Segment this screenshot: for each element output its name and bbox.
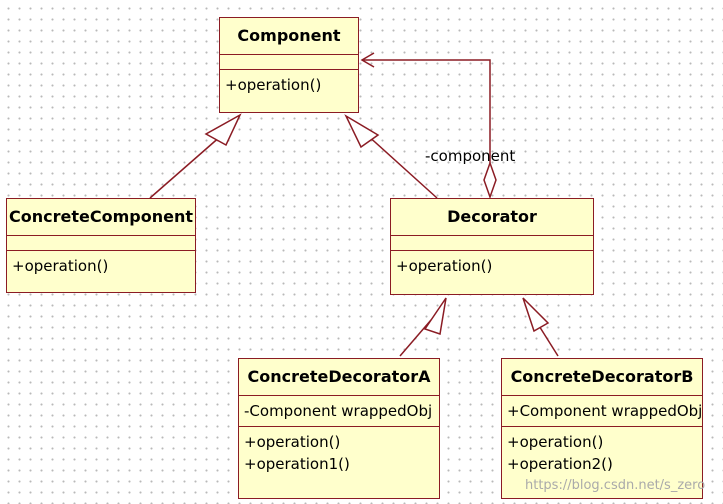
operations-compartment: +operation() +operation1() [239,427,439,479]
operations-compartment: +operation() [7,251,195,281]
operation: +operation() [12,257,109,275]
generalization-line-decorator [365,133,438,199]
inheritance-arrowhead [204,113,242,147]
attribute: -Component wrappedObj [244,402,433,420]
navigation-arrowhead [360,52,375,68]
operation: +operation() [244,433,341,451]
attributes-compartment [391,236,593,251]
class-concrete-decorator-a[interactable]: ConcreteDecoratorA -Component wrappedObj… [238,358,440,499]
class-name: ConcreteDecoratorB [502,359,702,396]
class-name: ConcreteDecoratorA [239,359,439,396]
attributes-compartment: +Component wrappedObj [502,396,702,427]
inheritance-arrowhead [344,114,380,149]
class-name: Decorator [391,199,593,236]
role-label: -component [425,147,516,165]
operation: +operation2() [507,455,613,473]
inheritance-arrowhead [522,297,550,333]
operation: +operation() [396,257,493,275]
class-component[interactable]: Component +operation() [219,17,359,113]
watermark: https://blog.csdn.net/s_zero [525,478,706,493]
operations-compartment: +operation() [391,251,593,281]
operation: +operation() [225,76,322,94]
operation: +operation() [507,433,604,451]
operation: +operation1() [244,455,350,473]
class-name: Component [220,18,358,55]
inheritance-arrowhead [423,297,447,335]
generalization-line-concrete-decorator-a [399,319,432,357]
attribute: +Component wrappedObj [507,402,703,420]
class-decorator[interactable]: Decorator +operation() [390,198,594,295]
operations-compartment: +operation() [220,70,358,100]
attributes-compartment: -Component wrappedObj [239,396,439,427]
generalization-line-concrete-component [149,134,223,199]
attributes-compartment [220,55,358,70]
class-name: ConcreteComponent [7,199,195,236]
class-concrete-component[interactable]: ConcreteComponent +operation() [6,198,196,293]
class-concrete-decorator-b[interactable]: ConcreteDecoratorB +Component wrappedObj… [501,358,703,499]
attributes-compartment [7,236,195,251]
operations-compartment: +operation() +operation2() [502,427,702,479]
aggregation-line [362,59,491,163]
aggregation-diamond [483,160,497,200]
